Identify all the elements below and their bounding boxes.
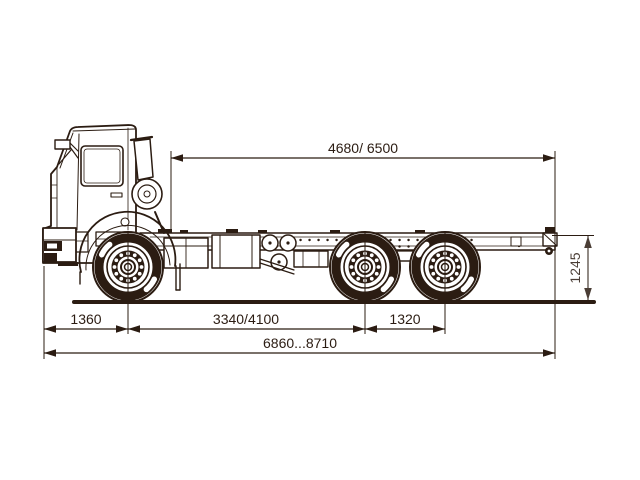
- front-fender: [78, 210, 181, 291]
- dim-overall-length-label: 6860...8710: [263, 335, 337, 351]
- dimension-annotations: 4680/ 6500 1360 3340/4100 1320 6860...87…: [43, 140, 594, 359]
- fog-light: [44, 253, 57, 262]
- dim-lower-row: 1360 3340/4100 1320: [44, 311, 445, 333]
- windshield-pillar: [59, 132, 74, 169]
- air-reservoirs: [261, 234, 297, 271]
- dim-frame-height: 1245: [567, 235, 592, 300]
- dim-overall-length: 6860...8710: [44, 335, 555, 357]
- dim-top-span: 4680/ 6500: [171, 140, 555, 162]
- dim-top-span-label: 4680/ 6500: [328, 140, 398, 156]
- dim-bogie-spacing-label: 1320: [389, 311, 420, 327]
- frame-bracket: [510, 236, 522, 247]
- side-window: [80, 145, 124, 187]
- fuel-tank: [211, 234, 261, 269]
- air-intake: [129, 135, 165, 234]
- mirror: [54, 139, 79, 159]
- exhaust-pipe: [259, 258, 295, 271]
- dim-frame-height-label: 1245: [567, 252, 583, 283]
- truck-drawing: [42, 124, 596, 306]
- chassis-equipment: [163, 234, 423, 275]
- tow-coupling: [542, 227, 558, 255]
- front-bumper: [42, 227, 78, 266]
- muffler: [293, 250, 329, 268]
- fuel-cap: [120, 217, 130, 227]
- extension-lines: [43, 151, 594, 359]
- dim-front-overhang-label: 1360: [70, 311, 101, 327]
- air-filter: [131, 178, 163, 210]
- door-handle: [110, 192, 123, 198]
- dim-wheelbase-label: 3340/4100: [213, 311, 279, 327]
- wiper: [58, 149, 72, 165]
- door-seam: [76, 133, 80, 231]
